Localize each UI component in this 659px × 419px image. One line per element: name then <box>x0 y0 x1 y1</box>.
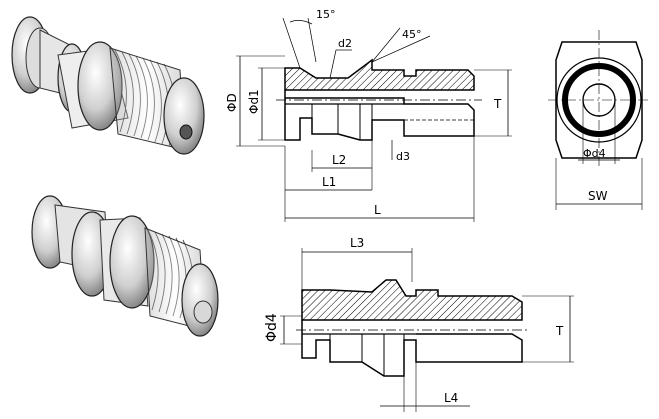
label-L: L <box>374 203 381 217</box>
label-L4: L4 <box>444 391 458 405</box>
pull-stud-render-bottom <box>31 195 219 337</box>
label-T-bottom: T <box>555 324 564 338</box>
label-L3: L3 <box>350 236 364 250</box>
label-L2: L2 <box>332 153 346 167</box>
label-angle-15: 15° <box>316 8 336 21</box>
end-view <box>548 30 650 210</box>
label-d2: d2 <box>338 37 352 50</box>
label-phi-d1: Φd1 <box>247 89 261 114</box>
label-phi-d4-end: Φd4 <box>583 147 606 160</box>
label-SW: SW <box>588 189 608 203</box>
section-view-bottom <box>280 248 574 412</box>
label-phi-d4-bottom: Φd4 <box>264 313 280 342</box>
label-phi-D: ΦD <box>225 93 239 112</box>
label-T-top: T <box>493 97 502 111</box>
section-view-top <box>236 17 512 222</box>
label-angle-45: 45° <box>402 28 422 41</box>
label-L1: L1 <box>322 175 336 189</box>
label-d3: d3 <box>396 150 410 163</box>
pull-stud-render-top <box>11 16 205 155</box>
